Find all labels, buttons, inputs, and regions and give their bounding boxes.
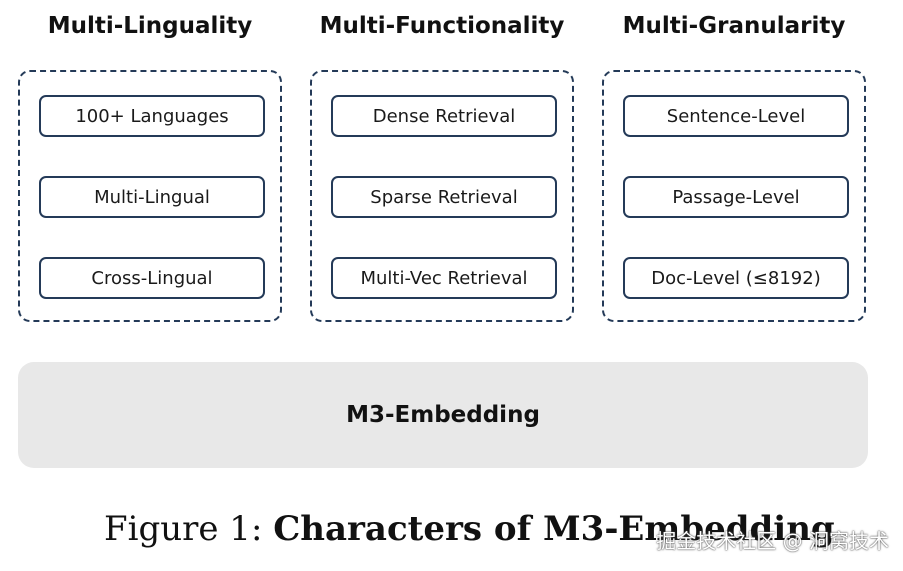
item-dense-retrieval: Dense Retrieval (331, 95, 557, 137)
group-multi-linguality: 100+ Languages Multi-Lingual Cross-Lingu… (18, 70, 282, 322)
figure-caption-text: Characters of M3-Embedding (273, 509, 835, 549)
column-title-multi-granularity: Multi-Granularity (622, 13, 846, 39)
m3-embedding-base: M3-Embedding (18, 362, 868, 468)
m3-embedding-label: M3-Embedding (346, 402, 540, 428)
item-cross-lingual: Cross-Lingual (39, 257, 265, 299)
figure-caption-prefix: Figure 1: (104, 509, 274, 549)
item-multi-lingual: Multi-Lingual (39, 176, 265, 218)
item-passage-level: Passage-Level (623, 176, 849, 218)
column-title-multi-functionality: Multi-Functionality (319, 13, 565, 39)
item-sentence-level: Sentence-Level (623, 95, 849, 137)
watermark: 掘金技术社区 @ 洞窝技术 (656, 529, 889, 553)
group-multi-functionality: Dense Retrieval Sparse Retrieval Multi-V… (310, 70, 574, 322)
column-title-multi-linguality: Multi-Linguality (47, 13, 253, 39)
item-doc-level: Doc-Level (≤8192) (623, 257, 849, 299)
group-multi-granularity: Sentence-Level Passage-Level Doc-Level (… (602, 70, 866, 322)
item-100-languages: 100+ Languages (39, 95, 265, 137)
figure-caption: Figure 1: Characters of M3-Embedding (104, 505, 835, 553)
item-multi-vec-retrieval: Multi-Vec Retrieval (331, 257, 557, 299)
item-sparse-retrieval: Sparse Retrieval (331, 176, 557, 218)
